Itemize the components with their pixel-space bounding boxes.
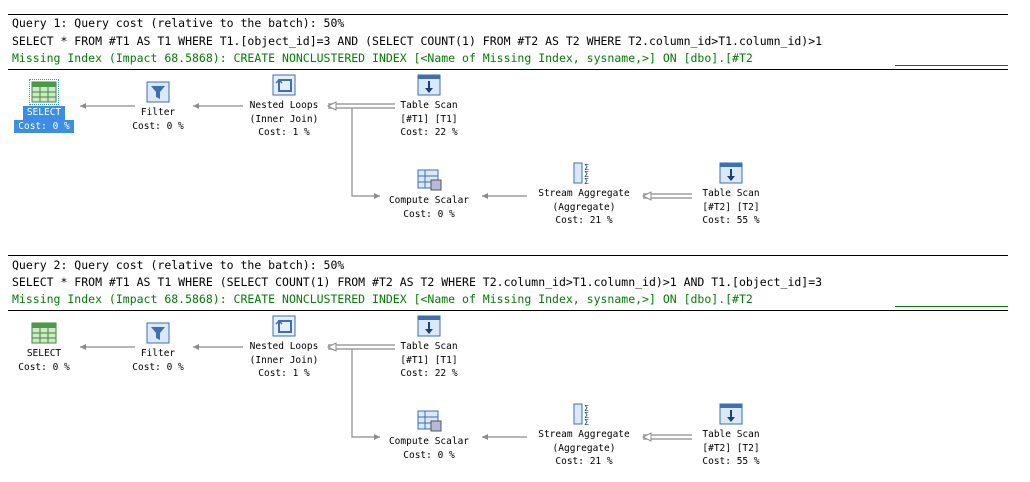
q2-arrowhead xyxy=(641,432,652,442)
q1-nested-cost: Cost: 1 % xyxy=(258,127,310,138)
q1-nested-loops-node[interactable]: Nested Loops (Inner Join) Cost: 1 % xyxy=(229,73,339,140)
query1-bottom-separator xyxy=(8,69,1008,70)
q1-select-cost: Cost: 0 % xyxy=(14,119,74,133)
q1-filter-node[interactable]: Filter Cost: 0 % xyxy=(103,80,213,133)
query2-missing-index-underline xyxy=(895,306,1008,307)
q1-scan2-sub: [#T2] [T2] xyxy=(702,201,760,213)
table-scan-icon xyxy=(717,402,745,426)
q2-table-scan-t1-node[interactable]: Table Scan [#T1] [T1] Cost: 22 % xyxy=(374,314,484,381)
result-grid-icon xyxy=(30,321,58,345)
q2-filter-cost: Cost: 0 % xyxy=(132,361,184,373)
table-scan-icon xyxy=(717,161,745,185)
query1-header: Query 1: Query cost (relative to the bat… xyxy=(12,16,345,30)
q1-nested-label: Nested Loops xyxy=(249,100,319,111)
q2-filter-label: Filter xyxy=(140,348,176,359)
filter-icon xyxy=(144,321,172,345)
q2-nested-label: Nested Loops xyxy=(249,341,319,352)
q1-scan1-label: Table Scan xyxy=(400,100,458,111)
q2-nested-cost: Cost: 1 % xyxy=(258,368,310,379)
compute-scalar-icon xyxy=(415,168,443,192)
svg-text:Σ: Σ xyxy=(584,404,589,413)
q2-compute-label: Compute Scalar xyxy=(388,436,470,447)
compute-scalar-icon xyxy=(415,409,443,433)
query1-top-separator xyxy=(8,14,1008,15)
q2-scan1-label: Table Scan xyxy=(400,341,458,352)
svg-text:Σ: Σ xyxy=(584,418,589,426)
nested-loops-icon xyxy=(270,73,298,97)
q1-compute-scalar-node[interactable]: Compute Scalar Cost: 0 % xyxy=(374,168,484,221)
q2-compute-cost: Cost: 0 % xyxy=(403,449,455,461)
q1-stream-cost: Cost: 21 % xyxy=(555,215,613,226)
q2-scan2-label: Table Scan xyxy=(702,429,760,440)
q2-nested-loops-node[interactable]: Nested Loops (Inner Join) Cost: 1 % xyxy=(229,314,339,381)
q1-stream-sub: (Aggregate) xyxy=(552,201,616,213)
q2-table-scan-t2-node[interactable]: Table Scan [#T2] [T2] Cost: 55 % xyxy=(676,402,786,469)
q1-filter-cost: Cost: 0 % xyxy=(132,120,184,132)
svg-text:Σ: Σ xyxy=(584,163,589,172)
q2-scan1-sub: [#T1] [T1] xyxy=(400,354,458,366)
result-grid-icon xyxy=(29,79,59,105)
q1-scan1-sub: [#T1] [T1] xyxy=(400,113,458,125)
query2-header: Query 2: Query cost (relative to the bat… xyxy=(12,258,345,272)
q1-scan2-cost: Cost: 55 % xyxy=(702,215,760,226)
q1-select-node[interactable]: SELECT Cost: 0 % xyxy=(0,79,99,133)
q2-stream-cost: Cost: 21 % xyxy=(555,456,613,467)
q2-stream-label: Stream Aggregate xyxy=(538,429,630,440)
q1-compute-cost: Cost: 0 % xyxy=(403,208,455,220)
table-scan-icon xyxy=(415,73,443,97)
q2-select-cost: Cost: 0 % xyxy=(18,361,70,373)
q2-scan1-cost: Cost: 22 % xyxy=(400,368,458,379)
q2-scan2-sub: [#T2] [T2] xyxy=(702,442,760,454)
query1-missing-index[interactable]: Missing Index (Impact 68.5868): CREATE N… xyxy=(12,51,753,65)
q2-scan2-cost: Cost: 55 % xyxy=(702,456,760,467)
filter-icon xyxy=(144,80,172,104)
q2-select-node[interactable]: SELECT Cost: 0 % xyxy=(0,321,99,374)
q1-arrowhead xyxy=(641,191,652,201)
q1-compute-label: Compute Scalar xyxy=(388,195,470,206)
svg-text:Σ: Σ xyxy=(584,411,589,420)
q1-select-label: SELECT xyxy=(22,106,66,120)
q2-nested-sub: (Inner Join) xyxy=(249,354,319,366)
query2-bottom-separator xyxy=(8,310,1008,311)
q1-scan1-cost: Cost: 22 % xyxy=(400,127,458,138)
query2-top-separator xyxy=(8,255,1008,256)
query2-missing-index[interactable]: Missing Index (Impact 68.5868): CREATE N… xyxy=(12,292,753,306)
q1-stream-label: Stream Aggregate xyxy=(538,188,630,199)
q2-select-label: SELECT xyxy=(26,348,62,359)
q1-table-scan-t2-node[interactable]: Table Scan [#T2] [T2] Cost: 55 % xyxy=(676,161,786,228)
q2-compute-scalar-node[interactable]: Compute Scalar Cost: 0 % xyxy=(374,409,484,462)
q1-table-scan-t1-node[interactable]: Table Scan [#T1] [T1] Cost: 22 % xyxy=(374,73,484,140)
svg-text:Σ: Σ xyxy=(584,170,589,179)
table-scan-icon xyxy=(415,314,443,338)
query2-sql[interactable]: SELECT * FROM #T1 AS T1 WHERE (SELECT CO… xyxy=(12,275,823,289)
q2-filter-node[interactable]: Filter Cost: 0 % xyxy=(103,321,213,374)
query1-sql[interactable]: SELECT * FROM #T1 AS T1 WHERE T1.[object… xyxy=(12,34,823,48)
q2-stream-sub: (Aggregate) xyxy=(552,442,616,454)
q1-filter-label: Filter xyxy=(140,107,176,118)
nested-loops-icon xyxy=(270,314,298,338)
query1-missing-index-underline xyxy=(895,65,1008,66)
q1-scan2-label: Table Scan xyxy=(702,188,760,199)
q1-nested-sub: (Inner Join) xyxy=(249,113,319,125)
svg-text:Σ: Σ xyxy=(584,177,589,185)
